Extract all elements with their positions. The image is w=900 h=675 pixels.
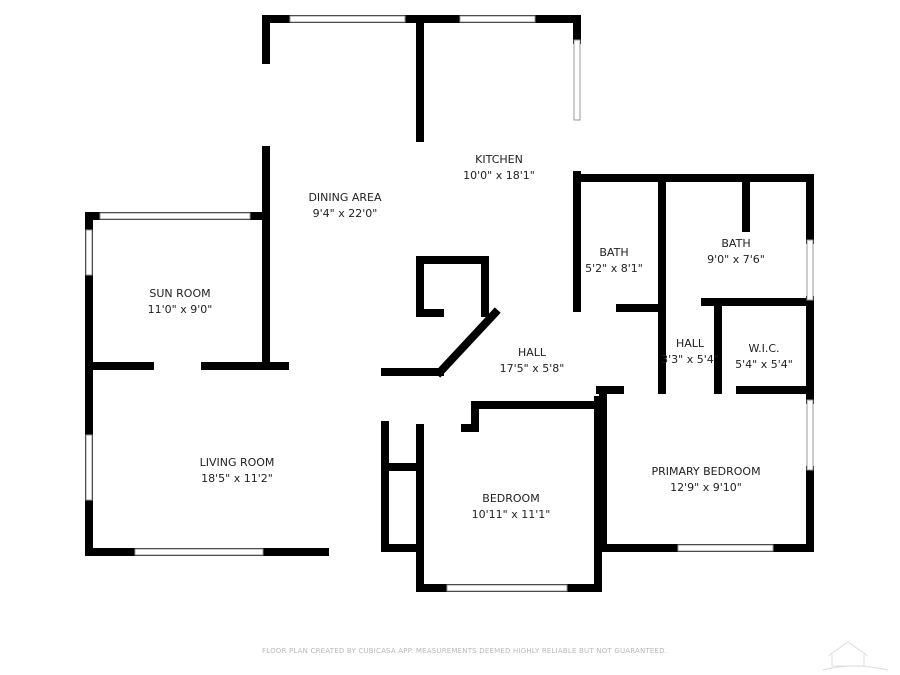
room-living-room: LIVING ROOM 18'5" x 11'2"	[200, 455, 275, 487]
windows	[85, 15, 814, 592]
room-name: HALL	[675, 337, 705, 350]
disclaimer-footer: FLOOR PLAN CREATED BY CUBICASA APP. MEAS…	[262, 647, 668, 655]
room-size: 17'5" x 5'8"	[499, 362, 565, 375]
room-hall-2: HALL 3'3" x 5'4"	[661, 336, 719, 368]
room-name: DINING AREA	[308, 191, 382, 204]
room-size: 5'4" x 5'4"	[735, 358, 793, 371]
room-size: 5'2" x 8'1"	[585, 262, 643, 275]
room-sun-room: SUN ROOM 11'0" x 9'0"	[148, 286, 213, 318]
room-bedroom: BEDROOM 10'11" x 11'1"	[472, 491, 551, 523]
room-size: 3'3" x 5'4"	[661, 353, 719, 366]
room-size: 10'0" x 18'1"	[463, 169, 535, 182]
room-bath-2: BATH 9'0" x 7'6"	[707, 236, 765, 268]
room-name: LIVING ROOM	[199, 456, 275, 469]
room-primary-bedroom: PRIMARY BEDROOM 12'9" x 9'10"	[651, 464, 760, 496]
room-bath-1: BATH 5'2" x 8'1"	[585, 245, 643, 277]
room-wic: W.I.C. 5'4" x 5'4"	[735, 341, 793, 373]
room-dining-area: DINING AREA 9'4" x 22'0"	[308, 190, 381, 222]
room-size: 9'0" x 7'6"	[707, 253, 765, 266]
room-name: HALL	[517, 346, 547, 359]
room-size: 11'0" x 9'0"	[147, 303, 213, 316]
room-size: 12'9" x 9'10"	[670, 481, 742, 494]
watermark-logo	[822, 641, 889, 671]
room-hall-1: HALL 17'5" x 5'8"	[500, 345, 565, 377]
room-name: PRIMARY BEDROOM	[651, 465, 761, 478]
room-kitchen: KITCHEN 10'0" x 18'1"	[463, 152, 535, 184]
room-name: BEDROOM	[482, 492, 540, 505]
room-name: SUN ROOM	[149, 287, 211, 300]
room-size: 18'5" x 11'2"	[201, 472, 273, 485]
room-size: 9'4" x 22'0"	[312, 207, 378, 220]
room-name: BATH	[599, 246, 629, 259]
room-size: 10'11" x 11'1"	[471, 508, 551, 521]
room-name: BATH	[721, 237, 751, 250]
room-name: W.I.C.	[748, 342, 780, 355]
walls	[85, 15, 814, 592]
room-name: KITCHEN	[475, 153, 523, 166]
